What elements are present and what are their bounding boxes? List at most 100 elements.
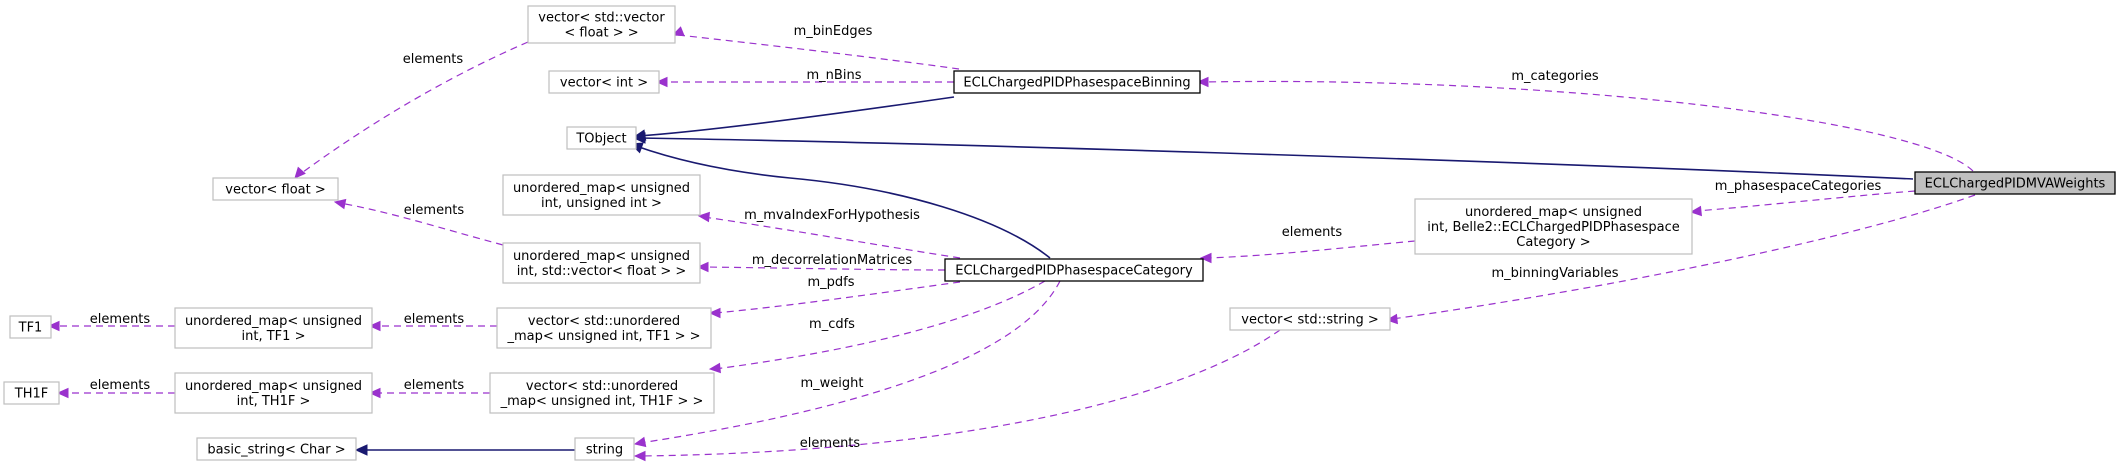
node-label: vector< std::string >	[1241, 313, 1378, 328]
edge-line	[703, 216, 961, 259]
node-box	[1414, 198, 1693, 255]
node-label: int, TH1F >	[237, 394, 311, 409]
arrowhead	[56, 387, 69, 399]
arrowhead	[333, 198, 347, 210]
node-label: int, Belle2::ECLChargedPIDPhasespace	[1427, 220, 1679, 235]
class-node[interactable]: TF1	[9, 315, 52, 339]
arrowhead	[354, 444, 368, 456]
dependency-edge	[708, 281, 961, 319]
node-box	[3, 381, 60, 405]
edge-line	[635, 145, 1051, 259]
node-label: TObject	[575, 132, 626, 147]
node-label: TH1F	[14, 387, 48, 402]
arrowhead	[696, 261, 709, 273]
node-label: unordered_map< unsigned	[185, 314, 362, 329]
edge-line	[714, 281, 961, 314]
edge-label: m_phasespaceCategories	[1715, 179, 1882, 194]
node-label: int, std::vector< float > >	[517, 264, 687, 279]
class-node[interactable]: ECLChargedPIDPhasespaceBinning	[953, 70, 1201, 94]
dependency-edge	[294, 41, 529, 179]
arrowhead	[655, 76, 668, 88]
inheritance-edge	[632, 132, 1914, 180]
class-node[interactable]: vector< int >	[548, 70, 660, 94]
class-node[interactable]: vector< std::vector< float > >	[527, 5, 676, 44]
edge-label: m_cdfs	[809, 317, 855, 332]
arrowhead	[708, 362, 721, 374]
dependency-edge	[1689, 190, 1916, 217]
dependency-edge	[633, 329, 1281, 462]
class-node[interactable]: TObject	[566, 126, 637, 150]
class-node[interactable]: vector< float >	[212, 177, 339, 201]
edge-line	[1391, 194, 1976, 320]
class-node[interactable]: basic_string< Char >	[196, 437, 357, 461]
arrowhead	[368, 320, 381, 332]
node-label: ECLChargedPIDPhasespaceCategory	[955, 264, 1193, 279]
dependency-edge	[696, 261, 946, 273]
dependency-edge	[1199, 240, 1416, 264]
node-label: int, TF1 >	[242, 329, 306, 344]
class-node[interactable]: ECLChargedPIDMVAWeights	[1914, 171, 2116, 195]
node-label: TF1	[18, 321, 43, 336]
class-node[interactable]: vector< std::unordered_map< unsigned int…	[496, 307, 712, 349]
node-box	[196, 437, 357, 461]
edge-label: elements	[404, 312, 465, 327]
class-node[interactable]: TH1F	[3, 381, 60, 405]
inheritance-edge	[632, 96, 955, 141]
arrowhead	[697, 211, 710, 223]
edge-line	[677, 34, 960, 70]
edge-label: elements	[404, 378, 465, 393]
class-node[interactable]: vector< std::string >	[1229, 307, 1391, 331]
arrowhead	[1196, 76, 1209, 88]
edge-label: m_binningVariables	[1491, 266, 1618, 281]
node-label: vector< std::unordered	[528, 314, 680, 329]
edge-label: elements	[404, 203, 465, 218]
node-label: vector< std::vector	[538, 11, 665, 26]
node-label: unordered_map< unsigned	[513, 249, 690, 264]
node-label: _map< unsigned int, TH1F > >	[500, 394, 704, 409]
dependency-edge	[1385, 194, 1976, 325]
edge-label: elements	[90, 378, 151, 393]
edge-line	[1695, 190, 1916, 212]
arrowhead	[1689, 205, 1702, 217]
edge-line	[1205, 240, 1416, 259]
class-node[interactable]: ECLChargedPIDPhasespaceCategory	[944, 258, 1204, 282]
class-node[interactable]: vector< std::unordered_map< unsigned int…	[489, 372, 715, 414]
node-label: unordered_map< unsigned	[1465, 205, 1642, 220]
node-label: ECLChargedPIDPhasespaceBinning	[963, 76, 1190, 91]
edge-line	[638, 96, 955, 137]
dependency-edge	[633, 280, 1061, 448]
node-label: vector< std::unordered	[526, 379, 678, 394]
edge-line	[339, 202, 504, 246]
edge-label: m_categories	[1511, 69, 1599, 84]
dependency-edge	[47, 320, 175, 332]
arrowhead	[671, 26, 685, 36]
arrowhead	[632, 132, 646, 144]
node-box	[496, 307, 712, 349]
node-box	[527, 5, 676, 44]
node-box	[489, 372, 715, 414]
node-box	[212, 177, 339, 201]
node-label: string	[586, 443, 623, 458]
node-box	[502, 242, 701, 284]
edge-line	[1202, 80, 1974, 172]
arrowhead	[1385, 313, 1398, 325]
edge-label: elements	[403, 52, 464, 67]
node-box	[566, 126, 637, 150]
class-node[interactable]: string	[574, 437, 635, 461]
edge-label: elements	[1282, 225, 1343, 240]
dependency-edge	[697, 211, 961, 259]
edge-line	[702, 266, 946, 271]
edge-line	[639, 280, 1061, 444]
arrowhead	[294, 166, 306, 179]
node-box	[9, 315, 52, 339]
node-box	[1914, 171, 2116, 195]
edge-label: m_pdfs	[807, 275, 854, 290]
node-label: basic_string< Char >	[207, 443, 345, 458]
node-label: < float > >	[564, 26, 638, 41]
